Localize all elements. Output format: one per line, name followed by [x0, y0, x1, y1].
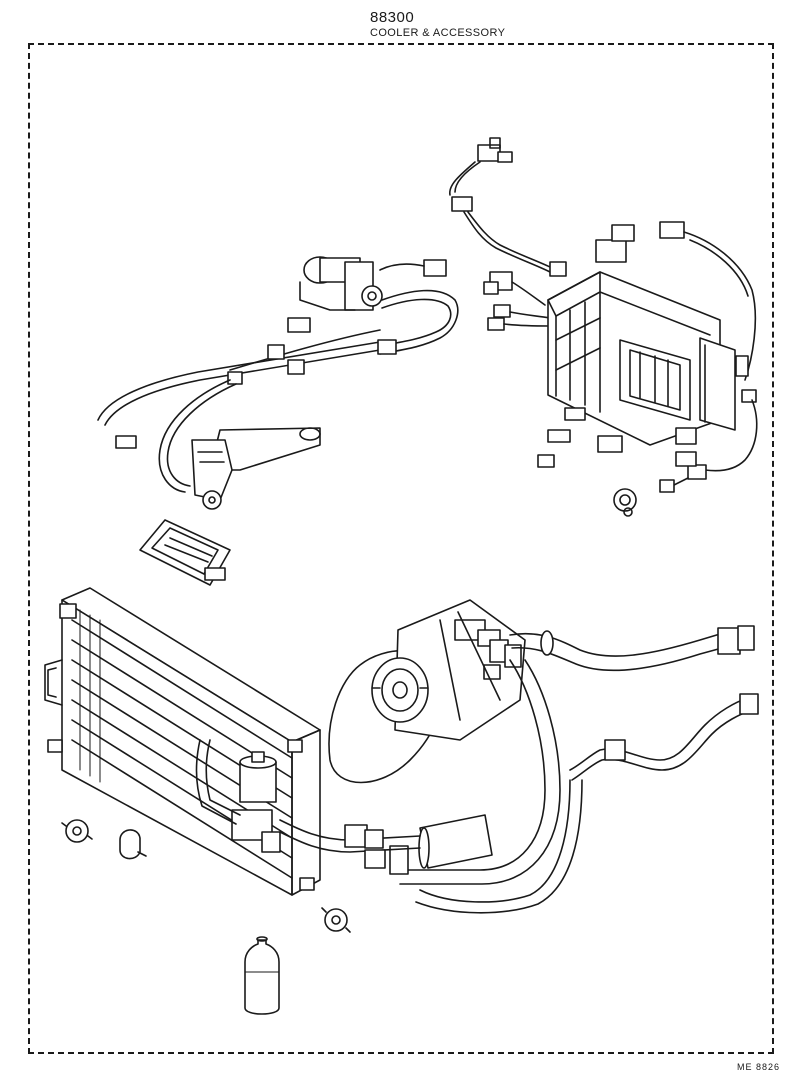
receiver-muffler — [418, 814, 493, 869]
refrigerant-oil-can — [244, 936, 280, 1015]
blower-resistor — [139, 519, 231, 586]
grommet-lower — [321, 907, 351, 933]
liquid-tube — [569, 693, 759, 781]
condenser-tubes — [195, 739, 421, 869]
cooler-unit — [537, 221, 758, 517]
discharge-hose — [509, 625, 755, 672]
wiring-harness — [379, 137, 567, 331]
compressor — [328, 599, 526, 784]
part-name: COOLER & ACCESSORY — [370, 27, 506, 39]
grommet — [61, 819, 93, 843]
actuator-bracket — [191, 427, 321, 510]
receiver-dryer — [231, 751, 281, 853]
suction-hose — [389, 659, 583, 914]
part-number: 88300 — [370, 9, 415, 26]
diagram-title-block: 88300 COOLER & ACCESSORY — [370, 10, 505, 39]
diagram-frame — [28, 43, 774, 1054]
vacuum-tube-assembly — [97, 329, 397, 493]
vacuum-switching-valve — [287, 256, 459, 355]
cushion — [119, 829, 147, 860]
figure-code: ME 8826 — [736, 1062, 780, 1072]
